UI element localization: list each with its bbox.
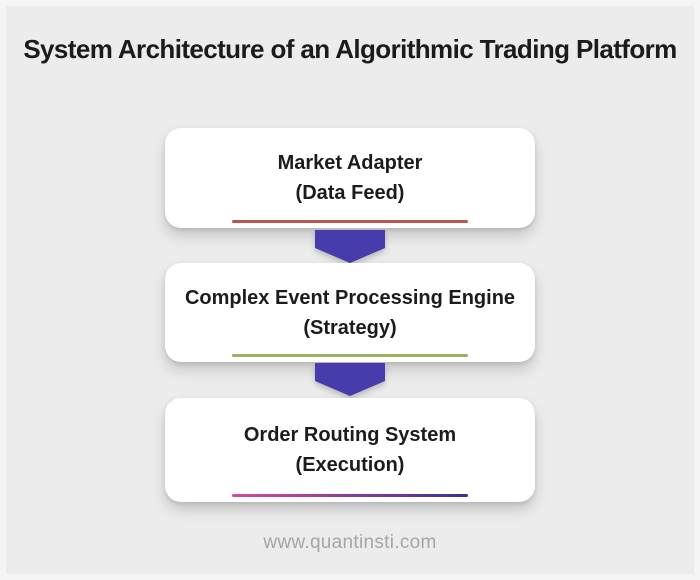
node-cep-engine: Complex Event Processing Engine (Strateg… (165, 263, 535, 362)
node-cep-engine-subtitle: (Strategy) (303, 316, 397, 339)
node-cep-engine-underline (232, 354, 468, 357)
down-arrow-icon (315, 363, 385, 396)
node-order-routing-underline (232, 494, 468, 497)
node-market-adapter: Market Adapter (Data Feed) (165, 128, 535, 228)
node-market-adapter-subtitle: (Data Feed) (295, 182, 405, 204)
node-market-adapter-underline (232, 220, 468, 223)
node-cep-engine-title: Complex Event Processing Engine (184, 286, 516, 309)
page-title: System Architecture of an Algorithmic Tr… (23, 34, 677, 64)
node-order-routing-subtitle: (Execution) (295, 454, 405, 476)
down-arrow-icon (315, 230, 385, 263)
node-order-routing-title: Order Routing System (243, 424, 457, 446)
node-order-routing: Order Routing System (Execution) (165, 398, 535, 502)
website-url: www.quantinsti.com (263, 532, 437, 553)
node-market-adapter-title: Market Adapter (277, 152, 423, 174)
